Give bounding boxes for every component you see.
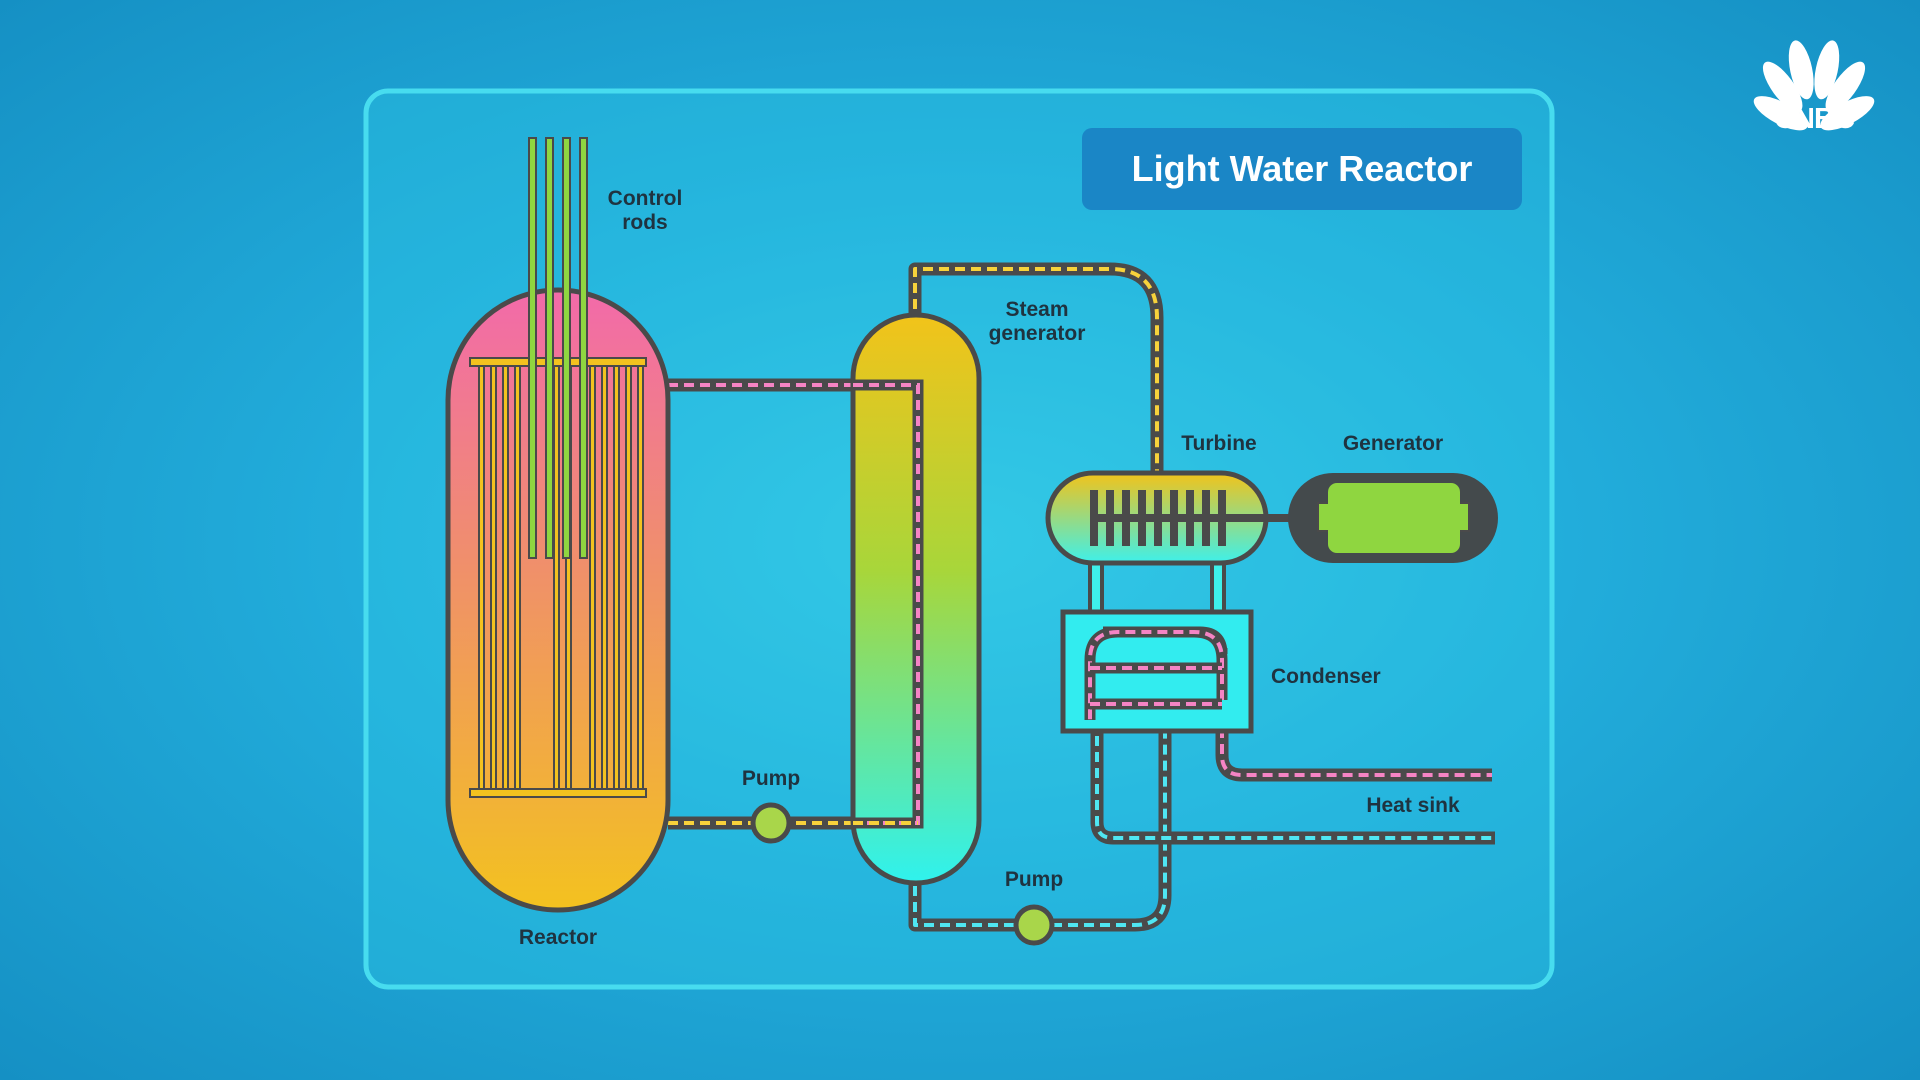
label-steam-generator-2: generator [989,322,1086,345]
diagram-title: Light Water Reactor [1132,148,1473,189]
label-reactor: Reactor [519,926,597,949]
generator [1266,473,1498,563]
peacock-icon [1753,40,1875,131]
secondary-loop-return [908,732,1172,932]
secondary-pump [1013,904,1055,946]
label-heat-sink: Heat sink [1366,794,1460,817]
steam-generator [850,312,982,886]
label-control-rods-1: Control [608,187,683,210]
logo-text: CNBC [1774,103,1855,135]
reactor-vessel [445,137,671,913]
control-rods [528,137,588,559]
condenser [1060,558,1254,734]
label-steam-generator-1: Steam [1005,298,1068,321]
turbine [1045,470,1270,566]
cnbc-logo: CNBC [1753,40,1875,135]
label-turbine: Turbine [1181,432,1256,455]
cooling-loop [1090,648,1495,845]
label-condenser: Condenser [1271,665,1381,688]
label-pump-primary: Pump [742,767,800,790]
primary-pump [750,802,792,844]
title-box: Light Water Reactor [1082,128,1522,210]
fuel-rod-bundle [469,357,647,798]
label-generator: Generator [1343,432,1443,455]
label-pump-secondary: Pump [1005,868,1063,891]
turbine-blades [1090,490,1226,546]
label-control-rods-2: rods [622,211,668,234]
secondary-loop-steam [908,262,1164,475]
